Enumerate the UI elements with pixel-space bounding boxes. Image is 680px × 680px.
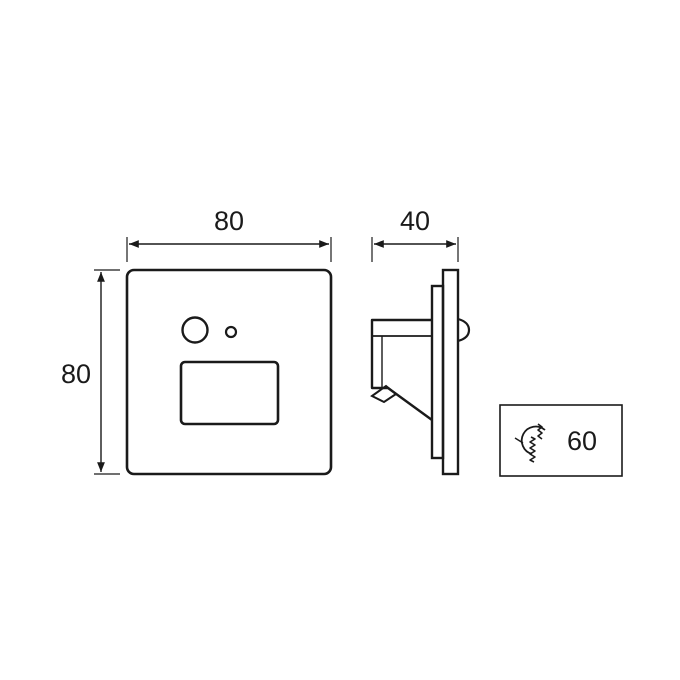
- sensor-range-icon: [514, 423, 546, 463]
- motion-sensor-lens: [181, 316, 209, 344]
- side-view: 40: [370, 206, 471, 476]
- depth-label: 40: [400, 206, 430, 236]
- sensor-range-value: 60: [567, 426, 597, 456]
- sensor-range-badge: 60: [499, 404, 623, 477]
- mounting-box-tab: [370, 384, 398, 404]
- side-plate-outer: [441, 268, 460, 476]
- front-plate: [125, 268, 333, 476]
- mounting-box: [370, 318, 433, 421]
- light-window: [179, 360, 280, 426]
- side-sensor-bump: [457, 317, 471, 343]
- light-sensor-dot: [224, 325, 238, 339]
- width-label: 80: [214, 206, 244, 236]
- side-plate-inner: [430, 284, 445, 460]
- front-view: 80 80: [61, 206, 333, 476]
- badge-frame: [499, 404, 623, 477]
- height-label: 80: [61, 359, 91, 389]
